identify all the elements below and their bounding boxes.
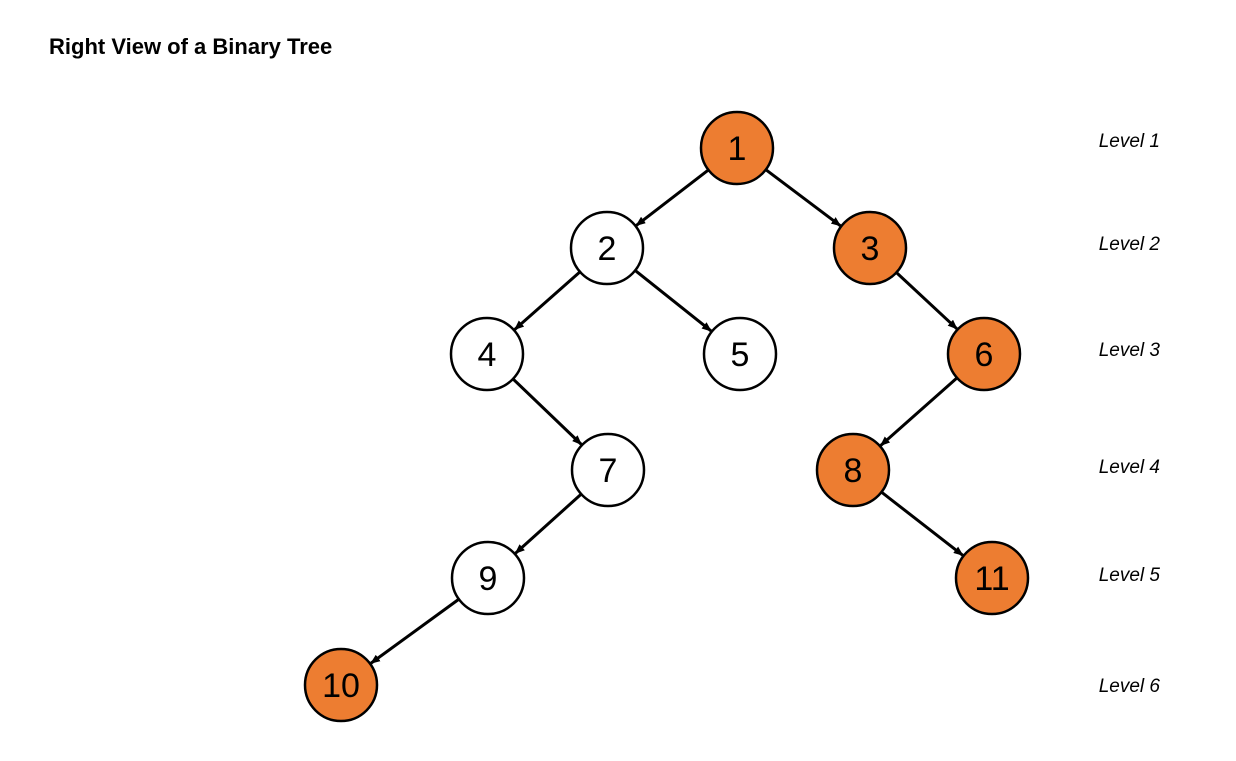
- edge-6-to-8: [879, 375, 960, 447]
- node-label-1: 1: [728, 130, 747, 168]
- level-label-4: Level 4: [1099, 457, 1160, 478]
- node-circle-4: [449, 316, 525, 392]
- level-label-5: Level 5: [1099, 565, 1161, 586]
- node-label-10: 10: [322, 667, 360, 705]
- edges-layer: [370, 167, 964, 665]
- node-circle-8: [815, 432, 891, 508]
- node-label-8: 8: [844, 452, 863, 490]
- level-label-6: Level 6: [1099, 676, 1161, 697]
- level-label-1: Level 1: [1099, 131, 1160, 152]
- edge-3-to-6: [893, 270, 958, 330]
- edge-4-to-7: [510, 376, 583, 446]
- edge-2-to-4: [513, 269, 583, 331]
- node-label-4: 4: [478, 336, 497, 374]
- node-label-6: 6: [975, 336, 994, 374]
- tree-node-7: 7: [570, 432, 646, 508]
- nodes-layer: 1 2 3 4 5 6 7 8 9 11 10: [303, 110, 1030, 723]
- tree-node-10: 10: [303, 647, 379, 723]
- node-circle-6: [946, 316, 1022, 392]
- level-label-3: Level 3: [1099, 340, 1161, 361]
- edge-9-to-10: [370, 596, 462, 665]
- tree-node-1: 1: [699, 110, 775, 186]
- node-circle-1: [699, 110, 775, 186]
- edge-1-to-3: [763, 167, 842, 227]
- edge-7-to-9: [514, 491, 584, 555]
- tree-node-2: 2: [569, 210, 645, 286]
- node-label-2: 2: [598, 230, 617, 268]
- level-labels: Level 1 Level 2 Level 3 Level 4 Level 5 Level…: [1099, 131, 1161, 697]
- tree-node-8: 8: [815, 432, 891, 508]
- node-circle-3: [832, 210, 908, 286]
- node-circle-11: [954, 540, 1030, 616]
- node-circle-9: [450, 540, 526, 616]
- diagram-title: Right View of a Binary Tree: [49, 34, 333, 59]
- node-label-7: 7: [599, 452, 618, 490]
- node-circle-2: [569, 210, 645, 286]
- node-circle-7: [570, 432, 646, 508]
- node-label-9: 9: [479, 560, 498, 598]
- tree-node-3: 3: [832, 210, 908, 286]
- tree-node-4: 4: [449, 316, 525, 392]
- edge-8-to-11: [878, 489, 964, 557]
- tree-node-11: 11: [954, 540, 1030, 616]
- level-label-2: Level 2: [1099, 234, 1161, 255]
- edge-1-to-2: [635, 167, 711, 227]
- node-label-11: 11: [974, 560, 1009, 598]
- tree-node-6: 6: [946, 316, 1022, 392]
- node-circle-10: [303, 647, 379, 723]
- tree-node-5: 5: [702, 316, 778, 392]
- tree-node-9: 9: [450, 540, 526, 616]
- edge-2-to-5: [632, 268, 713, 333]
- node-label-5: 5: [731, 336, 750, 374]
- node-label-3: 3: [861, 230, 880, 268]
- node-circle-5: [702, 316, 778, 392]
